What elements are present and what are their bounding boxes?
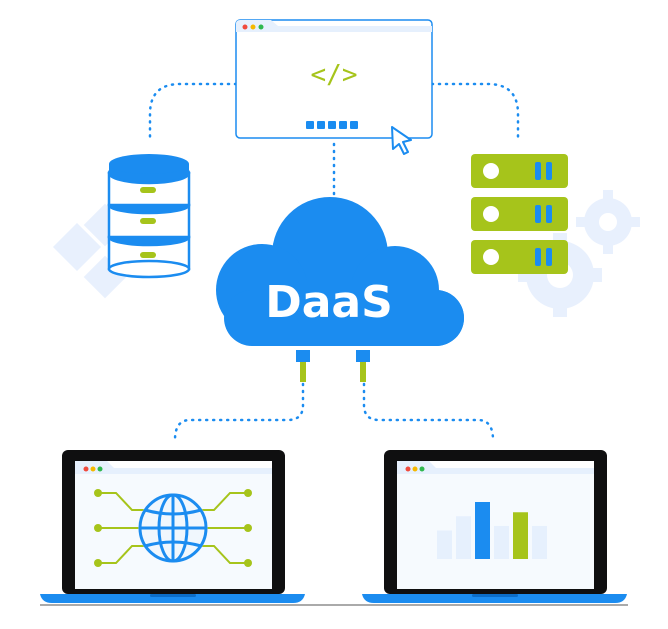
browser-window-icon: </> (235, 19, 433, 155)
cloud-label: DaaS (265, 277, 393, 328)
globe-icon (94, 489, 252, 567)
connector-lines (148, 82, 520, 442)
bar-chart-icon (437, 502, 547, 559)
cursor-icon (391, 126, 412, 155)
database-icon (107, 154, 191, 279)
cloud-icon: DaaS (216, 197, 464, 346)
chart-bar (437, 530, 452, 559)
cloud-connectors (296, 350, 370, 382)
chart-bar (513, 512, 528, 559)
chart-bar (532, 525, 547, 559)
server-rack-icon (471, 154, 568, 274)
progress-dots (306, 121, 358, 129)
chart-bar (494, 525, 509, 559)
chart-bar (456, 516, 471, 559)
chart-bar (475, 502, 490, 559)
code-symbol: </> (311, 60, 358, 90)
